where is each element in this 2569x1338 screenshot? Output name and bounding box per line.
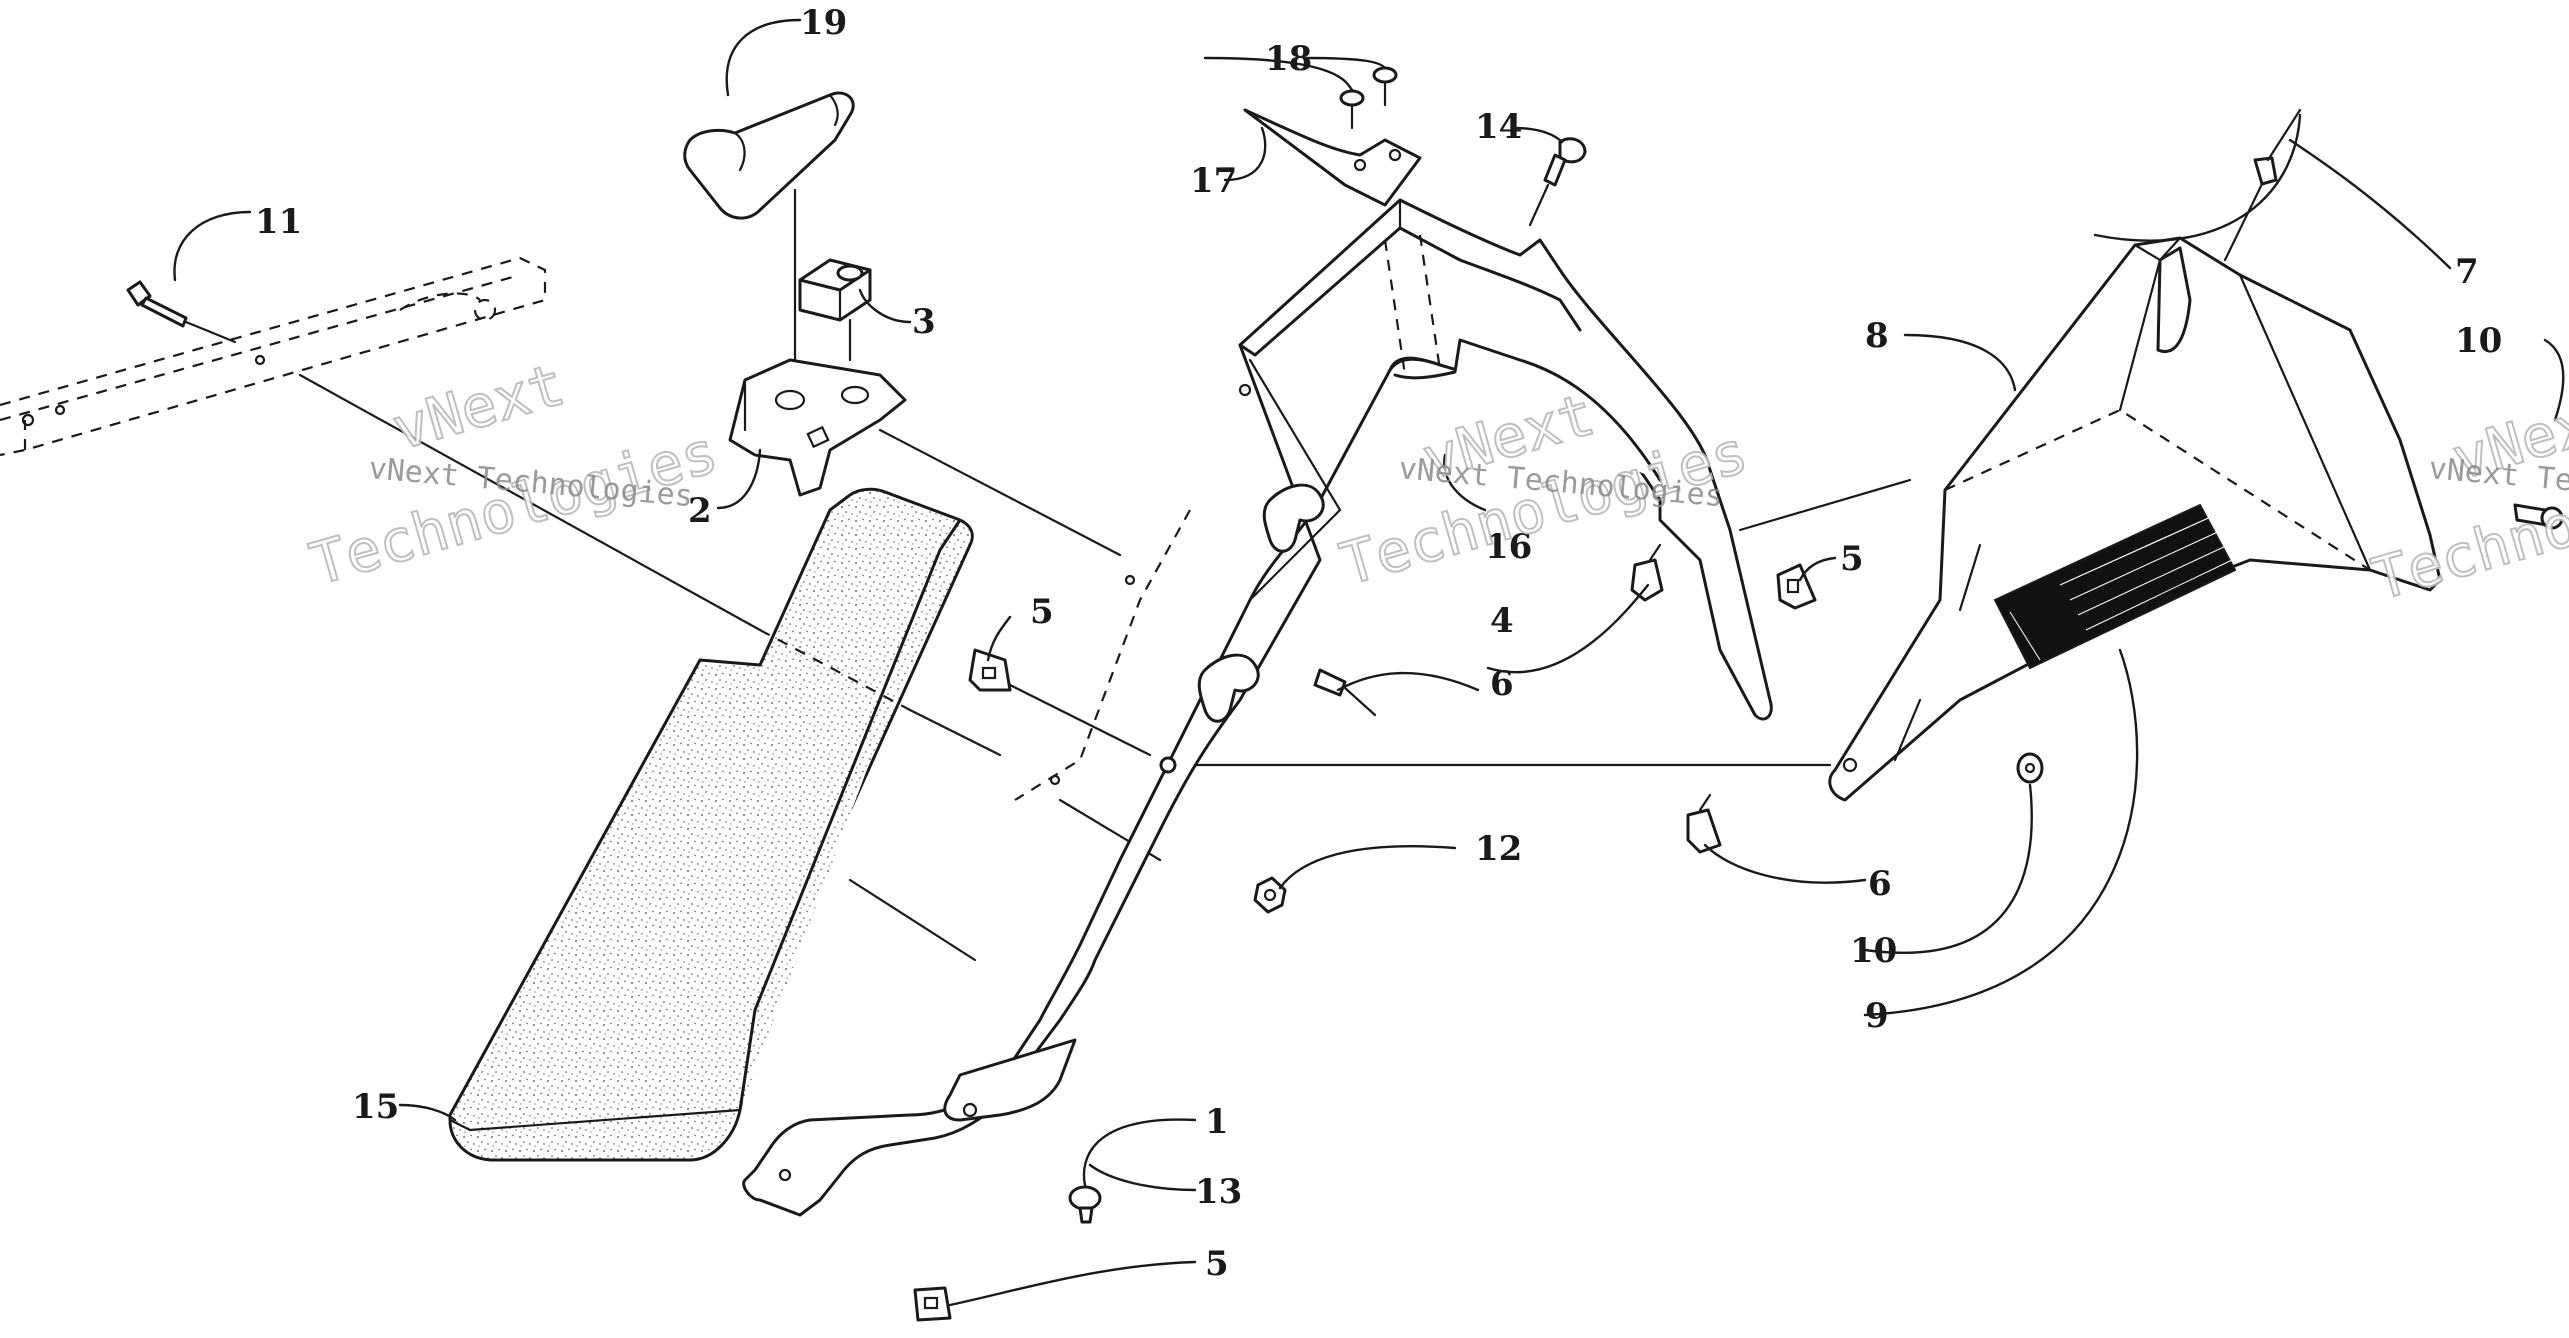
callout-12: 12 (1475, 829, 1522, 869)
assembly-lines (298, 373, 1912, 962)
decal-9 (1993, 503, 2237, 670)
bolt-11 (126, 280, 237, 344)
callout-labels: 19 11 3 2 18 17 14 7 8 10 5 5 16 4 6 6 1… (255, 3, 2502, 1284)
callout-9: 9 (1865, 996, 1889, 1036)
callout-4: 4 (1490, 601, 1514, 641)
watermark-left: vNext Technologies vNext Technologies (302, 349, 726, 599)
callout-11: 11 (255, 202, 302, 242)
nut-12 (1253, 876, 1287, 914)
callout-14: 14 (1475, 107, 1522, 147)
rivet-7 (2223, 108, 2302, 262)
clip-5-right (1776, 563, 1817, 610)
block-3 (798, 258, 872, 362)
callout-16: 16 (1485, 527, 1532, 567)
callout-6-upper: 6 (1490, 664, 1514, 704)
foam-pad-15 (448, 487, 974, 1162)
callout-8: 8 (1865, 316, 1889, 356)
callout-5-left: 5 (1030, 592, 1054, 632)
nut-10-lower (2016, 752, 2044, 784)
callout-5-bottom: 5 (1205, 1244, 1229, 1284)
panel-8 (1828, 236, 2442, 802)
cover-19 (683, 91, 855, 392)
callout-18: 18 (1265, 39, 1312, 79)
callout-13: 13 (1195, 1172, 1242, 1212)
callout-10-right: 10 (2455, 321, 2502, 361)
watermark-center: vNext Technologies vNext Technologies (1332, 379, 1756, 599)
bracket-2 (728, 358, 1122, 557)
callout-19: 19 (800, 3, 847, 43)
frame-rail (0, 256, 547, 457)
callout-10-lower: 10 (1850, 931, 1897, 971)
rivet-4 (1313, 668, 1377, 717)
clip-5-bottom (913, 1286, 952, 1322)
screw-18b (1372, 66, 1398, 107)
screw-18a (1339, 89, 1365, 130)
callout-6-lower: 6 (1868, 864, 1892, 904)
clip-6-upper (1630, 543, 1664, 602)
callout-2: 2 (688, 491, 712, 531)
callout-leaders (173, 18, 2565, 1307)
callout-17: 17 (1190, 161, 1237, 201)
clip-6-lower (1686, 793, 1722, 854)
plate-17 (1243, 108, 1422, 207)
callout-5-right: 5 (1840, 539, 1864, 579)
support-1 (742, 198, 1773, 1217)
callout-7: 7 (2455, 252, 2479, 292)
screw-14 (1528, 137, 1587, 227)
bolt-10-right (2513, 503, 2564, 530)
callout-3: 3 (912, 302, 936, 342)
clip-5-left (968, 648, 1012, 692)
callout-15: 15 (352, 1087, 399, 1127)
watermark-brand-top: vNext (385, 350, 572, 463)
callout-1: 1 (1205, 1102, 1229, 1142)
push-nut-13 (1068, 1185, 1102, 1224)
